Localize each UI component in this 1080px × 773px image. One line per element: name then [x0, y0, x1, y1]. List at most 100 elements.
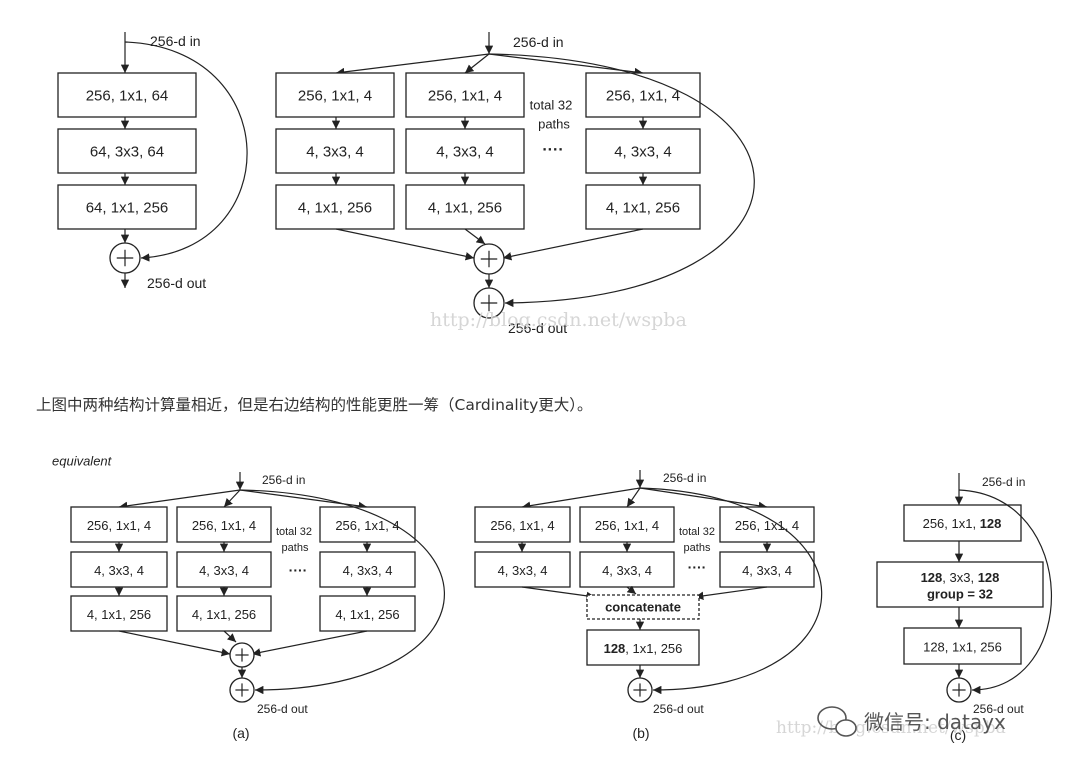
tr-merge-1	[464, 228, 486, 245]
a-merge-2	[251, 630, 368, 657]
a-path0-box-2-label: 4, 1x1, 256	[87, 607, 151, 622]
b-path1-box-1-label: 4, 3x3, 4	[602, 563, 652, 578]
a-shortcut	[239, 489, 445, 695]
tr-path2-box-2-label: 4, 1x1, 256	[606, 200, 680, 217]
b-merge-0	[521, 586, 596, 601]
a-path1-box-0	[176, 506, 272, 543]
b-split-2	[639, 487, 768, 510]
tr-path0-box-1-label: 4, 3x3, 4	[306, 144, 364, 161]
a-path2-box-1-label: 4, 3x3, 4	[343, 563, 393, 578]
b-in-label: 256-d in	[663, 471, 706, 485]
tr-path1-box-2	[405, 184, 525, 230]
b-path0-box-1-label: 4, 3x3, 4	[498, 563, 548, 578]
a-path0-box-1-label: 4, 3x3, 4	[94, 563, 144, 578]
b-total-label-1: total 32	[679, 526, 715, 538]
b-path2-box-0	[719, 506, 815, 543]
tl-box-0	[57, 72, 197, 118]
b-split-1	[626, 487, 641, 508]
b-path1-box-0-label: 256, 1x1, 4	[595, 518, 659, 533]
a-out-label: 256-d out	[257, 702, 308, 716]
b-path1-box-0	[579, 506, 675, 543]
b-merge-2	[694, 586, 768, 601]
tr-path1-box-1-label: 4, 3x3, 4	[436, 144, 494, 161]
watermark-top: http://blog.csdn.net/wspba	[430, 309, 687, 331]
a-path1-box-0-label: 256, 1x1, 4	[192, 518, 256, 533]
tl-out-label: 256-d out	[147, 275, 206, 291]
a-path1-box-2	[176, 595, 272, 632]
tr-path2-box-0	[585, 72, 701, 118]
b-path2-box-0-label: 256, 1x1, 4	[735, 518, 799, 533]
tr-in-label: 256-d in	[513, 34, 564, 50]
wechat-icon-small-bubble	[835, 719, 857, 737]
tl-in-label: 256-d in	[150, 33, 201, 49]
a-caption: (a)	[232, 725, 249, 741]
b-path2-box-1-label: 4, 3x3, 4	[742, 563, 792, 578]
tr-path0-box-2-label: 4, 1x1, 256	[298, 200, 372, 217]
c-box-2	[876, 561, 1044, 608]
wechat-icon	[817, 706, 847, 730]
tr-path2-box-1	[585, 128, 701, 174]
c-caption: (c)	[950, 727, 966, 743]
a-path1-box-2-label: 4, 1x1, 256	[192, 607, 256, 622]
c-shortcut	[958, 489, 1053, 695]
tr-split-1	[464, 53, 490, 74]
tr-path0-box-0	[275, 72, 395, 118]
a-total-label-1: total 32	[276, 526, 312, 538]
a-total-label-2: paths	[282, 542, 309, 554]
top-caption: 上图中两种结构计算量相近，但是右边结构的性能更胜一筹（Cardinality更大…	[36, 396, 593, 414]
tr-merge-2	[502, 228, 644, 261]
b-split-0	[521, 487, 641, 510]
a-in-label: 256-d in	[262, 473, 305, 487]
tr-path2-box-2	[585, 184, 701, 230]
a-path1-box-1-label: 4, 3x3, 4	[199, 563, 249, 578]
a-path0-box-2	[70, 595, 168, 632]
tr-split-0	[335, 53, 490, 77]
tr-path1-box-0	[405, 72, 525, 118]
a-path0-box-0-label: 256, 1x1, 4	[87, 518, 151, 533]
a-merge-0	[118, 630, 231, 657]
c-box-1-label: 256, 1x1, 128	[923, 516, 1002, 531]
b-caption: (b)	[632, 725, 649, 741]
tl-box-0-label: 256, 1x1, 64	[86, 88, 169, 105]
tr-total-label-1: total 32	[530, 98, 573, 113]
b-concat-label: concatenate	[605, 600, 681, 615]
b-path0-box-0-label: 256, 1x1, 4	[490, 518, 554, 533]
b-shortcut	[639, 487, 823, 695]
b-total-label-2: paths	[684, 542, 711, 554]
tr-merge-0	[335, 228, 475, 261]
c-box-2-label-2: group = 32	[927, 587, 993, 602]
tl-box-1-label: 64, 3x3, 64	[90, 144, 164, 161]
tr-path2-box-0-label: 256, 1x1, 4	[606, 88, 680, 105]
a-split-1	[223, 489, 241, 508]
c-box-1	[903, 504, 1022, 542]
tr-path1-box-0-label: 256, 1x1, 4	[428, 88, 502, 105]
wechat-label: 微信号: datayx	[864, 710, 1006, 734]
b-final-label: 128, 1x1, 256	[604, 641, 683, 656]
tr-dots: ····	[542, 142, 563, 159]
tl-box-2-label: 64, 1x1, 256	[86, 200, 169, 217]
tr-path1-box-2-label: 4, 1x1, 256	[428, 200, 502, 217]
tr-path0-box-2	[275, 184, 395, 230]
tr-total-label-2: paths	[538, 117, 570, 132]
b-dots: ····	[688, 559, 707, 575]
tr-split-2	[488, 53, 644, 77]
a-path2-box-1	[319, 551, 416, 588]
b-final-box	[586, 629, 700, 666]
equivalent-label: equivalent	[52, 454, 113, 469]
tr-path0-box-1	[275, 128, 395, 174]
a-path1-box-1	[176, 551, 272, 588]
b-out-label: 256-d out	[653, 702, 704, 716]
tl-box-1	[57, 128, 197, 174]
tl-shortcut	[124, 41, 248, 262]
b-merge-1	[626, 585, 637, 595]
c-box-3	[903, 627, 1022, 665]
watermark-bottom: http://blog.csdn.net/wspba	[776, 718, 1006, 738]
tr-path2-box-1-label: 4, 3x3, 4	[614, 144, 672, 161]
c-out-label: 256-d out	[973, 702, 1024, 716]
a-path0-box-0	[70, 506, 168, 543]
a-path2-box-0-label: 256, 1x1, 4	[335, 518, 399, 533]
tr-out-label: 256-d out	[508, 320, 567, 336]
a-merge-1	[223, 630, 237, 643]
a-path0-box-1	[70, 551, 168, 588]
